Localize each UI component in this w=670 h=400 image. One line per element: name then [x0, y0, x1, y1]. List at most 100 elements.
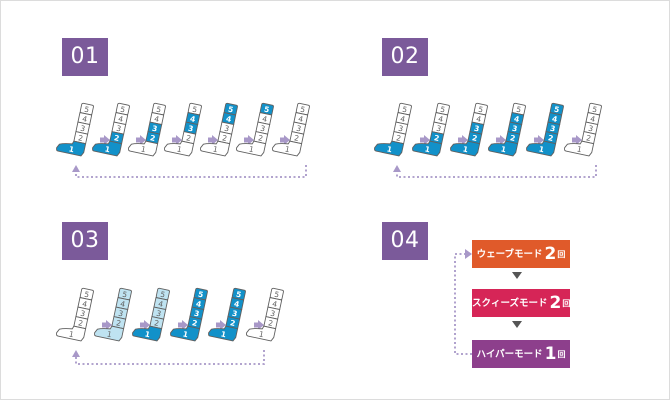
boot-segment-3-label: 3: [117, 309, 124, 319]
boot-segment-1: [94, 325, 125, 342]
panel-01-arrow-5-stem: [244, 137, 249, 143]
boot-segment-5-label: 5: [119, 105, 126, 115]
panel-01-arrow-4: [212, 135, 218, 145]
boot-segment-5-label: 5: [159, 290, 166, 300]
panel-03-arrow-3: [182, 320, 188, 330]
panel-02-arrow-1-stem: [420, 137, 425, 143]
panel-01-arrow-1-stem: [100, 137, 105, 143]
panel-03-arrow-2: [144, 320, 150, 330]
boot-segment-1: [450, 140, 481, 157]
boot-segment-2-label: 2: [77, 318, 84, 328]
boot-segment-4-label: 4: [551, 114, 558, 124]
boot-segment-4-label: 4: [399, 114, 406, 124]
boot-segment-3-label: 3: [155, 309, 162, 319]
panel-01-arrow-3: [176, 135, 182, 145]
boot-segment-2-label: 2: [221, 133, 228, 143]
boot-segment-2-label: 2: [547, 133, 554, 143]
panel-02-arrow-5: [576, 135, 582, 145]
boot-segment-1-label: 1: [500, 144, 507, 154]
boot-segment-1: [412, 140, 443, 157]
boot-segment-4-label: 4: [225, 114, 232, 124]
boot-segment-4-label: 4: [513, 114, 520, 124]
boot-segment-4-label: 4: [117, 114, 124, 124]
boot-segment-1: [564, 140, 595, 157]
panel-03-arrow-4-stem: [216, 322, 221, 328]
boot-segment-5-label: 5: [273, 290, 280, 300]
boot-segment-1-label: 1: [424, 144, 431, 154]
panel-03-arrow-1: [106, 320, 112, 330]
panel-02-arrow-3-stem: [496, 137, 501, 143]
boot-segment-4-label: 4: [475, 114, 482, 124]
panel-04-loop-line: [454, 253, 472, 355]
panel-03-loop-line-arrowhead: [72, 350, 80, 357]
panel-02-badge: 02: [382, 38, 428, 76]
boot-segment-4-label: 4: [589, 114, 596, 124]
panel-04-badge: 04: [382, 222, 428, 260]
boot-segment-5-label: 5: [83, 105, 90, 115]
boot-segment-5-label: 5: [191, 105, 198, 115]
boot-segment-1-label: 1: [140, 144, 147, 154]
panel-03-badge: 03: [62, 222, 108, 260]
boot-segment-2-label: 2: [509, 133, 516, 143]
boot-segment-1-label: 1: [68, 329, 75, 339]
boot-segment-2-label: 2: [293, 133, 300, 143]
boot-segment-1-label: 1: [220, 329, 227, 339]
boot-segment-5-label: 5: [263, 105, 270, 115]
boot-segment-1: [56, 325, 87, 342]
boot-segment-5-label: 5: [235, 290, 242, 300]
boot-segment-1-label: 1: [538, 144, 545, 154]
boot-segment-1: [170, 325, 201, 342]
panel-01-arrow-6: [284, 135, 290, 145]
boot-segment-3-label: 3: [223, 124, 230, 134]
boot-segment-5-label: 5: [553, 105, 560, 115]
boot-segment-4-label: 4: [157, 299, 164, 309]
panel-03-arrow-3-stem: [178, 322, 183, 328]
boot-segment-2-label: 2: [229, 318, 236, 328]
boot-segment-4-label: 4: [233, 299, 240, 309]
panel-02-arrow-1: [424, 135, 430, 145]
panel-03-loop-line: [75, 350, 265, 365]
boot-segment-5-label: 5: [155, 105, 162, 115]
boot-segment-5-label: 5: [477, 105, 484, 115]
boot-segment-5-label: 5: [83, 290, 90, 300]
panel-03-arrow-1-stem: [102, 322, 107, 328]
boot-segment-2-label: 2: [471, 133, 478, 143]
boot-segment-4-label: 4: [261, 114, 268, 124]
boot-segment-1: [92, 140, 123, 157]
boot-segment-3-label: 3: [193, 309, 200, 319]
boot-segment-4-label: 4: [119, 299, 126, 309]
boot-segment-1: [236, 140, 267, 157]
boot-segment-2-label: 2: [113, 133, 120, 143]
panel-02-loop-line: [396, 165, 597, 178]
panel-03-arrow-4: [220, 320, 226, 330]
boot-segment-3-label: 3: [259, 124, 266, 134]
panel-02-loop-line-arrowhead: [393, 165, 401, 172]
hyper-mode-label: ハイパーモード: [476, 349, 543, 360]
boot-segment-1-label: 1: [462, 144, 469, 154]
panel-01-arrow-3-stem: [172, 137, 177, 143]
panel-01-badge: 01: [62, 38, 108, 76]
boot-segment-4-label: 4: [297, 114, 304, 124]
panel-04-down-arrow-2: [512, 321, 522, 328]
boot-segment-2-label: 2: [77, 133, 84, 143]
boot-segment-5-label: 5: [227, 105, 234, 115]
boot-segment-2-label: 2: [585, 133, 592, 143]
boot-segment-1-label: 1: [106, 329, 113, 339]
panel-02-arrow-2-stem: [458, 137, 463, 143]
